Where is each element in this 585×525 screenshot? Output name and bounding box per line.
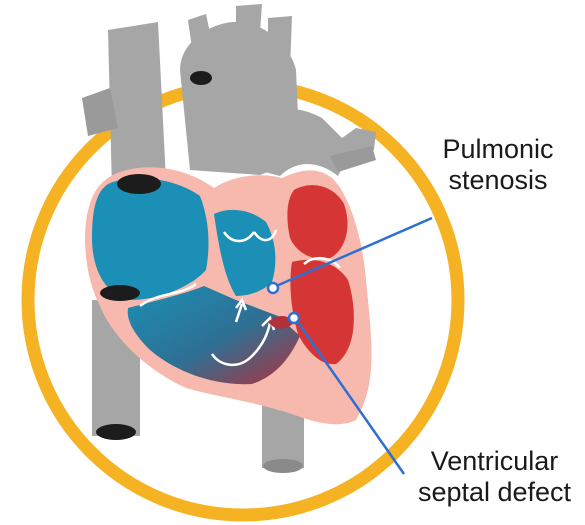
right-ventricle xyxy=(127,286,300,385)
aorta-branch-1 xyxy=(188,14,218,76)
pulmonic-stenosis-marker xyxy=(266,281,280,295)
septal-defect-gap xyxy=(268,316,294,329)
ivc-inner-opening xyxy=(100,285,140,301)
aorta-branch-3 xyxy=(268,16,292,70)
pulmonary-branch-lower xyxy=(330,146,376,172)
flow-arrow-outflow xyxy=(234,303,244,323)
vessel-opening-top xyxy=(190,71,212,85)
vsd-marker xyxy=(287,311,301,325)
pulmonary-valve-leaflet xyxy=(222,229,278,243)
descending-aorta-opening xyxy=(263,459,303,473)
left-ventricle xyxy=(290,259,354,365)
vsd-pointer-line xyxy=(293,317,406,475)
pulmonic-stenosis-label-line2: stenosis xyxy=(448,165,548,195)
pulmonic-stenosis-label-line1: Pulmonic xyxy=(442,134,554,164)
aorta-branch-2 xyxy=(236,4,262,62)
mitral-valve-leaflet xyxy=(303,256,341,269)
tricuspid-valve xyxy=(139,282,197,308)
pulmonic-stenosis-label: Pulmonic stenosis xyxy=(424,134,572,196)
svc-opening xyxy=(117,174,161,194)
flow-arrow-head-2 xyxy=(235,297,248,311)
vsd-label-line1: Ventricular xyxy=(430,446,559,476)
vsd-label-line2: septal defect xyxy=(417,477,572,507)
ivc-opening xyxy=(96,424,136,440)
flow-arrow-right-ventricle xyxy=(210,321,272,366)
right-atrium xyxy=(92,178,209,300)
superior-vena-cava xyxy=(108,22,166,190)
left-vessel-branch xyxy=(82,88,118,136)
right-outflow-tract xyxy=(214,209,276,296)
ventricular-septal-defect-label: Ventricular septal defect xyxy=(404,446,585,508)
left-atrium xyxy=(287,185,348,259)
pulmonic-stenosis-pointer-line xyxy=(273,216,433,289)
